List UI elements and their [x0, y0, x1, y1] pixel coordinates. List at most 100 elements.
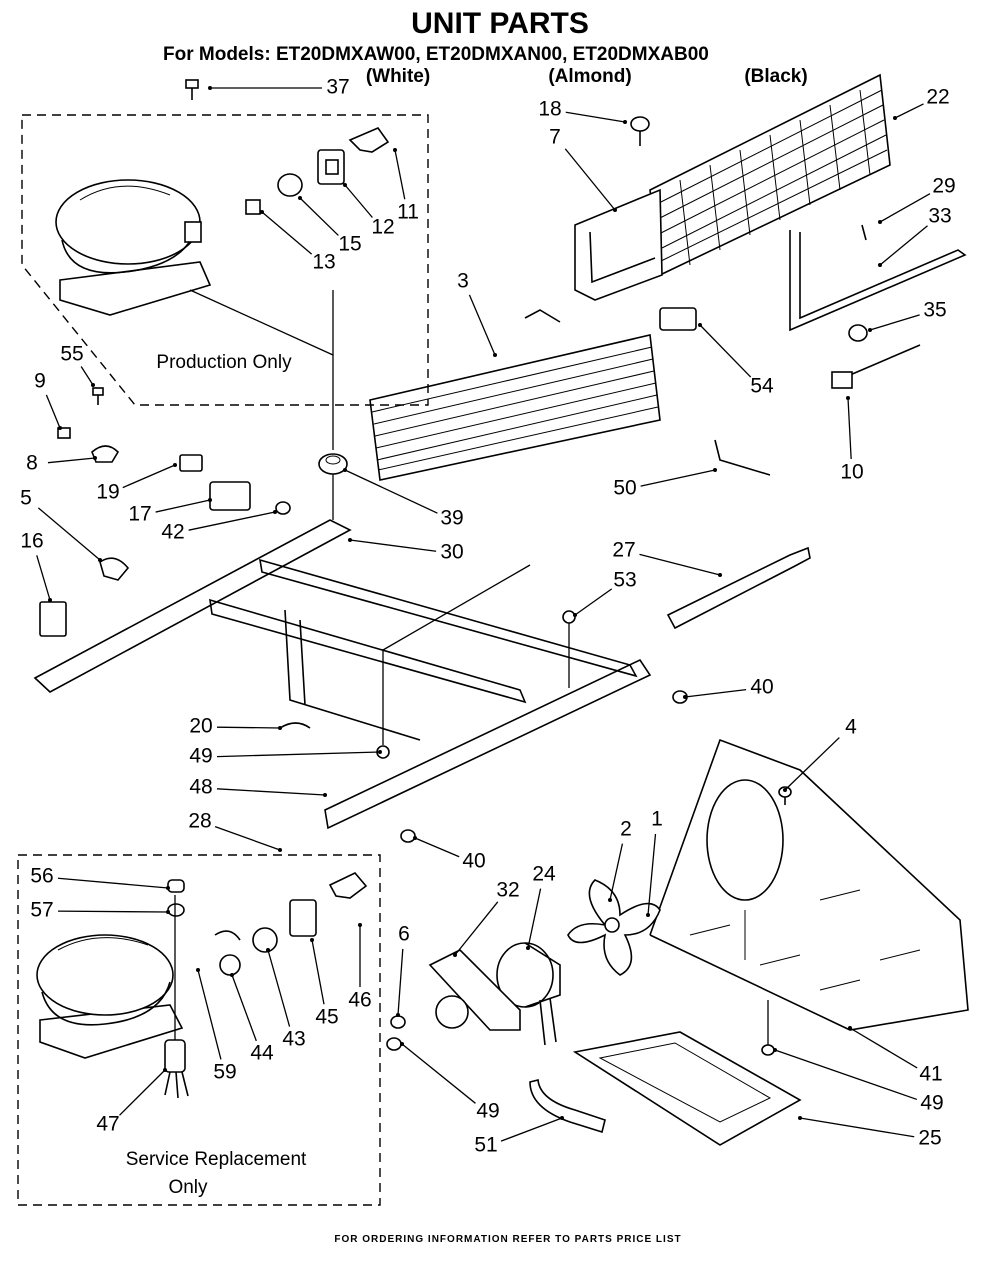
leader-arrowhead: [526, 946, 530, 950]
part-callout-55: 55: [60, 343, 83, 366]
grommet-icon: [167, 879, 185, 893]
part-callout-56: 56: [30, 865, 53, 888]
leader-arrowhead: [298, 196, 302, 200]
leader-line: [188, 511, 276, 531]
leader-line: [37, 507, 101, 561]
bracket-icon: [91, 445, 120, 463]
leader-arrowhead: [343, 183, 347, 187]
leader-line: [344, 469, 438, 514]
leader-arrowhead: [713, 468, 717, 472]
part-callout-13: 13: [312, 251, 335, 274]
leader-line: [401, 1043, 476, 1104]
part-callout-1: 1: [651, 808, 663, 831]
leader-arrowhead: [208, 86, 212, 90]
leader-arrowhead: [230, 973, 234, 977]
clip-icon: [214, 930, 241, 941]
leader-line: [699, 324, 752, 378]
leader-line: [799, 1117, 915, 1138]
part-callout-18: 18: [538, 98, 561, 121]
leader-line: [454, 901, 499, 956]
leader-arrowhead: [266, 948, 270, 952]
leader-arrowhead: [453, 953, 457, 957]
leader-line: [784, 737, 840, 791]
part-callout-49: 49: [189, 745, 212, 768]
part-callout-48: 48: [189, 776, 212, 799]
leader-line: [122, 464, 176, 489]
part-callout-12: 12: [371, 216, 394, 239]
part-callout-50: 50: [613, 477, 636, 500]
part-callout-45: 45: [315, 1006, 338, 1029]
thermostat-icon: [831, 371, 853, 389]
part-callout-8: 8: [26, 452, 38, 475]
leader-arrowhead: [893, 116, 897, 120]
screw-icon: [761, 1000, 775, 1056]
compressor-icon: [55, 179, 212, 316]
leader-arrowhead: [493, 353, 497, 357]
part-callout-40: 40: [462, 850, 485, 873]
part-callout-27: 27: [612, 539, 635, 562]
part-callout-3: 3: [457, 270, 469, 293]
leader-arrowhead: [48, 598, 52, 602]
leader-arrowhead: [93, 456, 97, 460]
leader-line: [639, 553, 721, 576]
leader-arrowhead: [623, 120, 627, 124]
capillary-tube-icon: [789, 230, 967, 332]
clip-icon: [57, 427, 71, 439]
leader-line: [565, 111, 626, 123]
part-callout-7: 7: [549, 126, 561, 149]
relay-icon: [317, 149, 345, 185]
service-replacement-box: [17, 854, 381, 1206]
leader-arrowhead: [413, 836, 417, 840]
capacitor-icon: [209, 481, 251, 511]
leader-line: [849, 1027, 918, 1069]
evaporator-coil-icon: [369, 309, 661, 481]
power-cord-icon: [39, 601, 67, 637]
part-callout-35: 35: [923, 299, 946, 322]
leader-line: [774, 1049, 918, 1101]
leader-line: [344, 184, 373, 218]
grommet-icon: [167, 903, 185, 917]
variant-almond: (Almond): [548, 66, 631, 87]
leader-line: [468, 294, 496, 356]
capacitor-icon: [164, 1039, 186, 1073]
screw-icon: [562, 610, 576, 688]
drain-pan-icon: [572, 1031, 802, 1146]
part-callout-43: 43: [282, 1028, 305, 1051]
leader-line: [640, 469, 716, 487]
leader-line: [267, 949, 291, 1027]
leader-line: [894, 103, 924, 119]
production-only-note: Production Only: [156, 352, 292, 373]
heater-icon: [849, 344, 921, 376]
terminal-clip-icon: [245, 199, 261, 215]
leader-arrowhead: [348, 538, 352, 542]
part-callout-39: 39: [440, 507, 463, 530]
leader-arrowhead: [878, 220, 882, 224]
leader-line: [57, 910, 169, 913]
part-callout-59: 59: [213, 1061, 236, 1084]
leader-arrowhead: [608, 898, 612, 902]
leader-arrowhead: [166, 910, 170, 914]
overload-icon: [277, 173, 303, 197]
fan-motor-icon: [496, 942, 561, 1046]
leader-arrowhead: [613, 208, 617, 212]
part-callout-53: 53: [613, 569, 636, 592]
leader-arrowhead: [846, 396, 850, 400]
overload-icon: [252, 927, 278, 953]
leader-line: [231, 974, 257, 1042]
service-note-line1: Service Replacement: [126, 1149, 307, 1170]
leader-line: [609, 843, 624, 901]
leader-line: [684, 688, 747, 698]
leader-line: [155, 499, 211, 513]
clip-icon: [861, 224, 867, 241]
leader-arrowhead: [91, 383, 95, 387]
variant-white: (White): [366, 66, 430, 87]
leader-line: [197, 969, 222, 1060]
part-callout-25: 25: [918, 1127, 941, 1150]
clip-icon: [714, 439, 771, 476]
leader-arrowhead: [310, 938, 314, 942]
leader-line: [879, 193, 931, 223]
part-callout-44: 44: [250, 1042, 274, 1065]
part-callout-41: 41: [919, 1063, 942, 1086]
part-callout-32: 32: [496, 879, 519, 902]
